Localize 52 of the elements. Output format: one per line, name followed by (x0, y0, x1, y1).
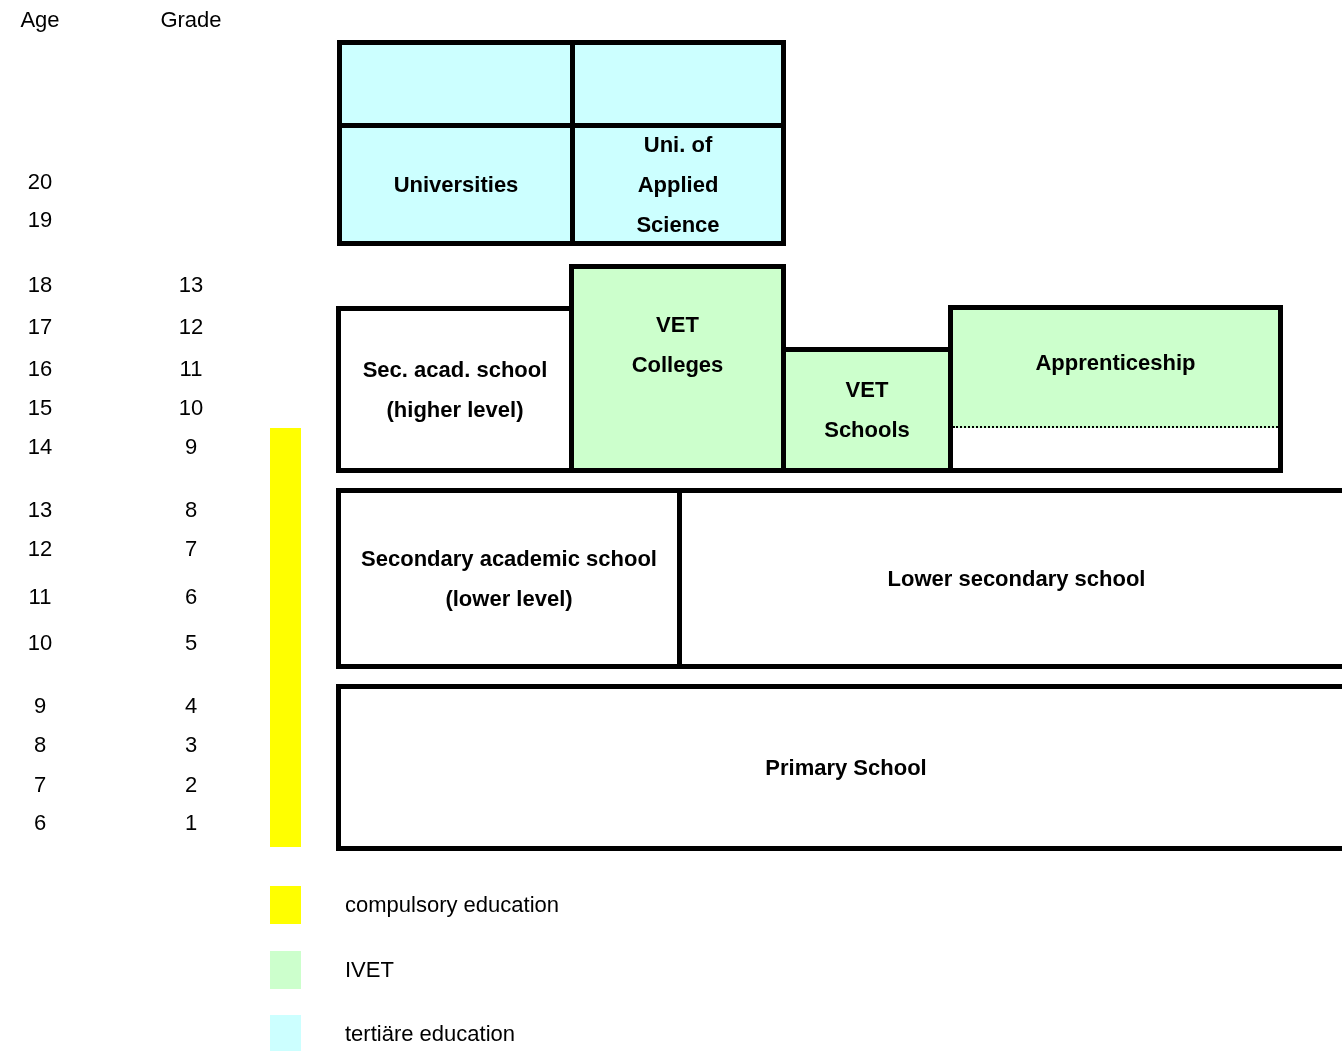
age-number: 10 (26, 630, 54, 656)
grade-number: 5 (183, 630, 199, 656)
grade-number: 3 (183, 732, 199, 758)
box-label: Uni. of Applied Science (635, 130, 721, 239)
grade-number: 4 (183, 693, 199, 719)
grade-number: 11 (178, 356, 204, 382)
age-number: 16 (26, 356, 54, 382)
age-number: 11 (27, 584, 53, 610)
school-box (337, 128, 575, 246)
grade-number: 7 (183, 536, 199, 562)
grade-number: 1 (183, 810, 199, 836)
grade-number: 10 (177, 395, 205, 421)
school-box (948, 305, 1283, 473)
grade-number: 2 (183, 772, 199, 798)
box-label: VET Colleges (630, 311, 725, 379)
age-number: 15 (26, 395, 54, 421)
age-number: 6 (32, 810, 48, 836)
age-number: 19 (26, 207, 54, 233)
school-box (336, 684, 1342, 851)
box-label: Secondary academic school (lower level) (360, 544, 658, 613)
age-number: 9 (32, 693, 48, 719)
grade-number: 8 (183, 497, 199, 523)
column-header: Age (19, 7, 61, 33)
compulsory-education-bar (270, 428, 301, 847)
grade-number: 12 (177, 314, 205, 340)
grade-number: 13 (177, 272, 205, 298)
school-box (575, 128, 786, 246)
grade-number: 6 (183, 584, 199, 610)
school-box (682, 488, 1342, 669)
legend-text: IVET (345, 955, 394, 984)
box-label: Primary School (765, 753, 927, 782)
box-label: Apprenticeship (1035, 349, 1196, 377)
age-number: 7 (32, 772, 48, 798)
grade-number: 9 (183, 434, 199, 460)
legend-text: compulsory education (345, 891, 559, 919)
age-number: 20 (26, 169, 54, 195)
school-box (569, 264, 786, 473)
age-number: 14 (26, 434, 54, 460)
box-label: Universities (393, 170, 519, 199)
box-label: VET Schools (823, 376, 911, 444)
age-number: 12 (26, 536, 54, 562)
age-number: 13 (26, 497, 54, 523)
school-box (336, 488, 682, 669)
school-box (786, 347, 948, 473)
column-header: Grade (159, 7, 223, 33)
age-number: 18 (26, 272, 54, 298)
box-label: Sec. acad. school (higher level) (361, 355, 549, 424)
age-number: 8 (32, 732, 48, 758)
box-label: Lower secondary school (887, 564, 1146, 593)
age-number: 17 (26, 314, 54, 340)
legend-text: tertiäre education (345, 1020, 515, 1048)
school-box (336, 306, 569, 473)
